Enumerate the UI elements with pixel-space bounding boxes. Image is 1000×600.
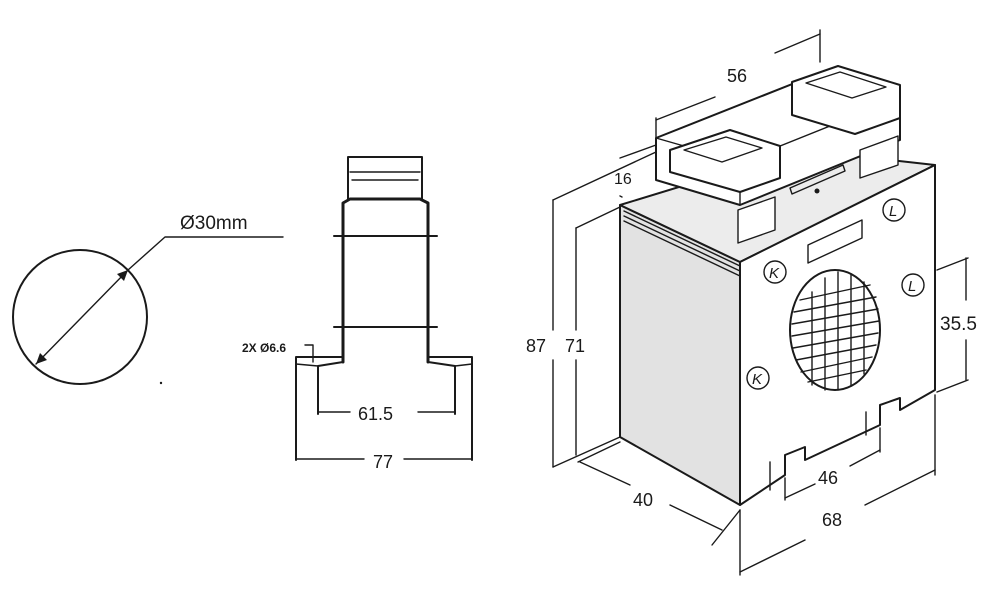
isometric-view: K K L L 56 (526, 29, 977, 576)
terminal-mark: K (763, 260, 787, 284)
terminal-mark: L (901, 273, 925, 297)
window-aperture (789, 269, 881, 391)
dim-56-line (655, 96, 716, 121)
base-width-label: 68 (822, 510, 842, 530)
total-height-label: 87 (526, 336, 546, 356)
holes-label: 2X Ø6.6 (242, 341, 286, 355)
top-height-label: 16 (614, 171, 632, 188)
window-height-label: 35.5 (940, 314, 977, 335)
terminal-mark: K (746, 366, 770, 390)
svg-text:K: K (752, 371, 763, 388)
arrowhead-icon (117, 270, 128, 281)
aperture-circle (12, 249, 148, 385)
depth-label: 40 (633, 490, 653, 510)
top-bracket (347, 156, 423, 200)
window-hatching (791, 271, 880, 391)
svg-text:L: L (908, 278, 916, 295)
arrowhead-icon (36, 353, 47, 364)
small-dot (159, 381, 163, 385)
outer-width-label: 77 (373, 452, 393, 472)
side-view: 2X Ø6.6 61.5 77 (242, 156, 473, 472)
diameter-arrow-line (35, 269, 129, 365)
circle-view: Ø30mm (12, 213, 284, 385)
body-height-label: 71 (565, 336, 585, 356)
slot-spacing-label: 46 (818, 468, 838, 488)
base-feet (295, 356, 473, 461)
diameter-label: Ø30mm (180, 213, 248, 234)
body-outline (341, 197, 430, 364)
dim-68-line (739, 539, 806, 573)
top-width-label: 56 (727, 66, 747, 86)
svg-text:K: K (769, 265, 780, 282)
svg-text:L: L (889, 203, 897, 220)
nameplate (807, 219, 863, 264)
dim-40-line (579, 461, 631, 486)
terminal-mark: L (882, 198, 906, 222)
dim-46-line (784, 483, 816, 499)
inner-width-label: 61.5 (358, 404, 393, 424)
diameter-leader-line (127, 236, 284, 271)
